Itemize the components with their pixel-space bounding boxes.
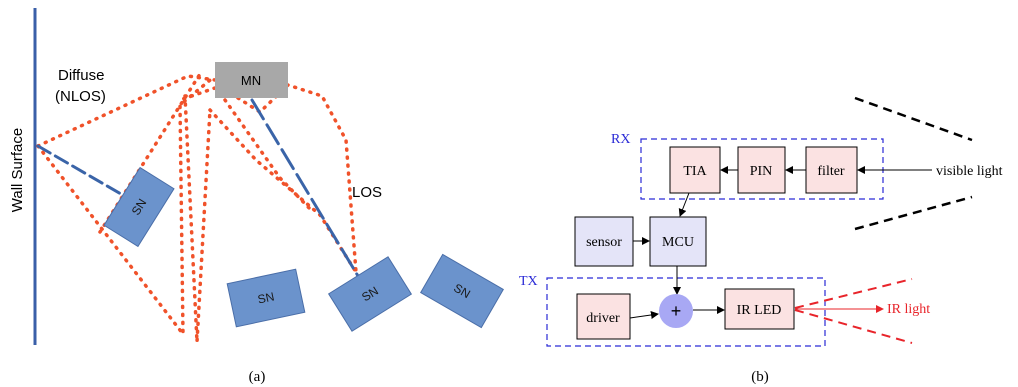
- ir-light-beam: [794, 309, 913, 344]
- nlos-path: [36, 74, 217, 340]
- nlos-path: [36, 74, 217, 148]
- pin-label: PIN: [750, 164, 773, 179]
- nlos-diffuse-paths: [36, 72, 358, 343]
- tia-label: TIA: [683, 164, 707, 179]
- los-path: [250, 98, 360, 278]
- tia-block: TIA: [669, 146, 721, 194]
- ir-light-label: IR light: [887, 302, 930, 317]
- los-paths: [36, 98, 360, 278]
- sensor-node: SN: [327, 256, 413, 332]
- sensor-node: SN: [103, 166, 175, 248]
- visible-light-beam: [854, 195, 973, 231]
- pin-block: PIN: [737, 146, 786, 194]
- mcu-block: MCU: [649, 216, 707, 267]
- los-label: LOS: [352, 184, 382, 201]
- driver-label: driver: [586, 311, 620, 326]
- ir-led-label: IR LED: [737, 303, 782, 318]
- nlos-label: (NLOS): [55, 88, 106, 105]
- rx-label: RX: [611, 132, 630, 147]
- visible-light-beam: [854, 96, 973, 142]
- filter-block: filter: [805, 146, 858, 194]
- mn-label: MN: [241, 73, 261, 88]
- panel-a: Wall Surface Diffuse (NLOS) LOS MN: [9, 8, 504, 385]
- nlos-path: [183, 94, 212, 343]
- arrow-driver-to-adder: [629, 311, 659, 319]
- diffuse-label: Diffuse: [58, 67, 104, 84]
- arrow-tia-to-mcu: [678, 192, 690, 217]
- wall-surface-label: Wall Surface: [9, 128, 26, 212]
- driver-block: driver: [576, 293, 631, 340]
- filter-label: filter: [817, 164, 845, 179]
- caption-a: (a): [249, 369, 266, 385]
- visible-light-label: visible light: [936, 164, 1003, 179]
- rx-group-border: [640, 138, 884, 200]
- sn-label: SN: [256, 289, 275, 306]
- adder-node: +: [659, 294, 693, 328]
- nlos-path: [208, 108, 358, 274]
- sensor-block: sensor: [574, 216, 634, 267]
- sensor-node: SN: [226, 268, 306, 328]
- sensor-node: SN: [420, 253, 504, 329]
- tx-label: TX: [519, 274, 538, 289]
- caption-b: (b): [751, 369, 769, 385]
- los-path: [36, 144, 130, 200]
- nlos-path: [178, 86, 217, 102]
- ir-led-block: IR LED: [724, 288, 795, 330]
- ir-light-beam: [794, 278, 913, 309]
- tx-group-border: [546, 277, 826, 347]
- sensor-label: sensor: [586, 235, 622, 250]
- panel-b: RX TX TIA PIN filter visible light senso…: [519, 96, 1003, 385]
- adder-label: +: [671, 301, 682, 321]
- nlos-path: [223, 98, 315, 214]
- mcu-label: MCU: [662, 235, 694, 250]
- master-node: MN: [215, 62, 288, 98]
